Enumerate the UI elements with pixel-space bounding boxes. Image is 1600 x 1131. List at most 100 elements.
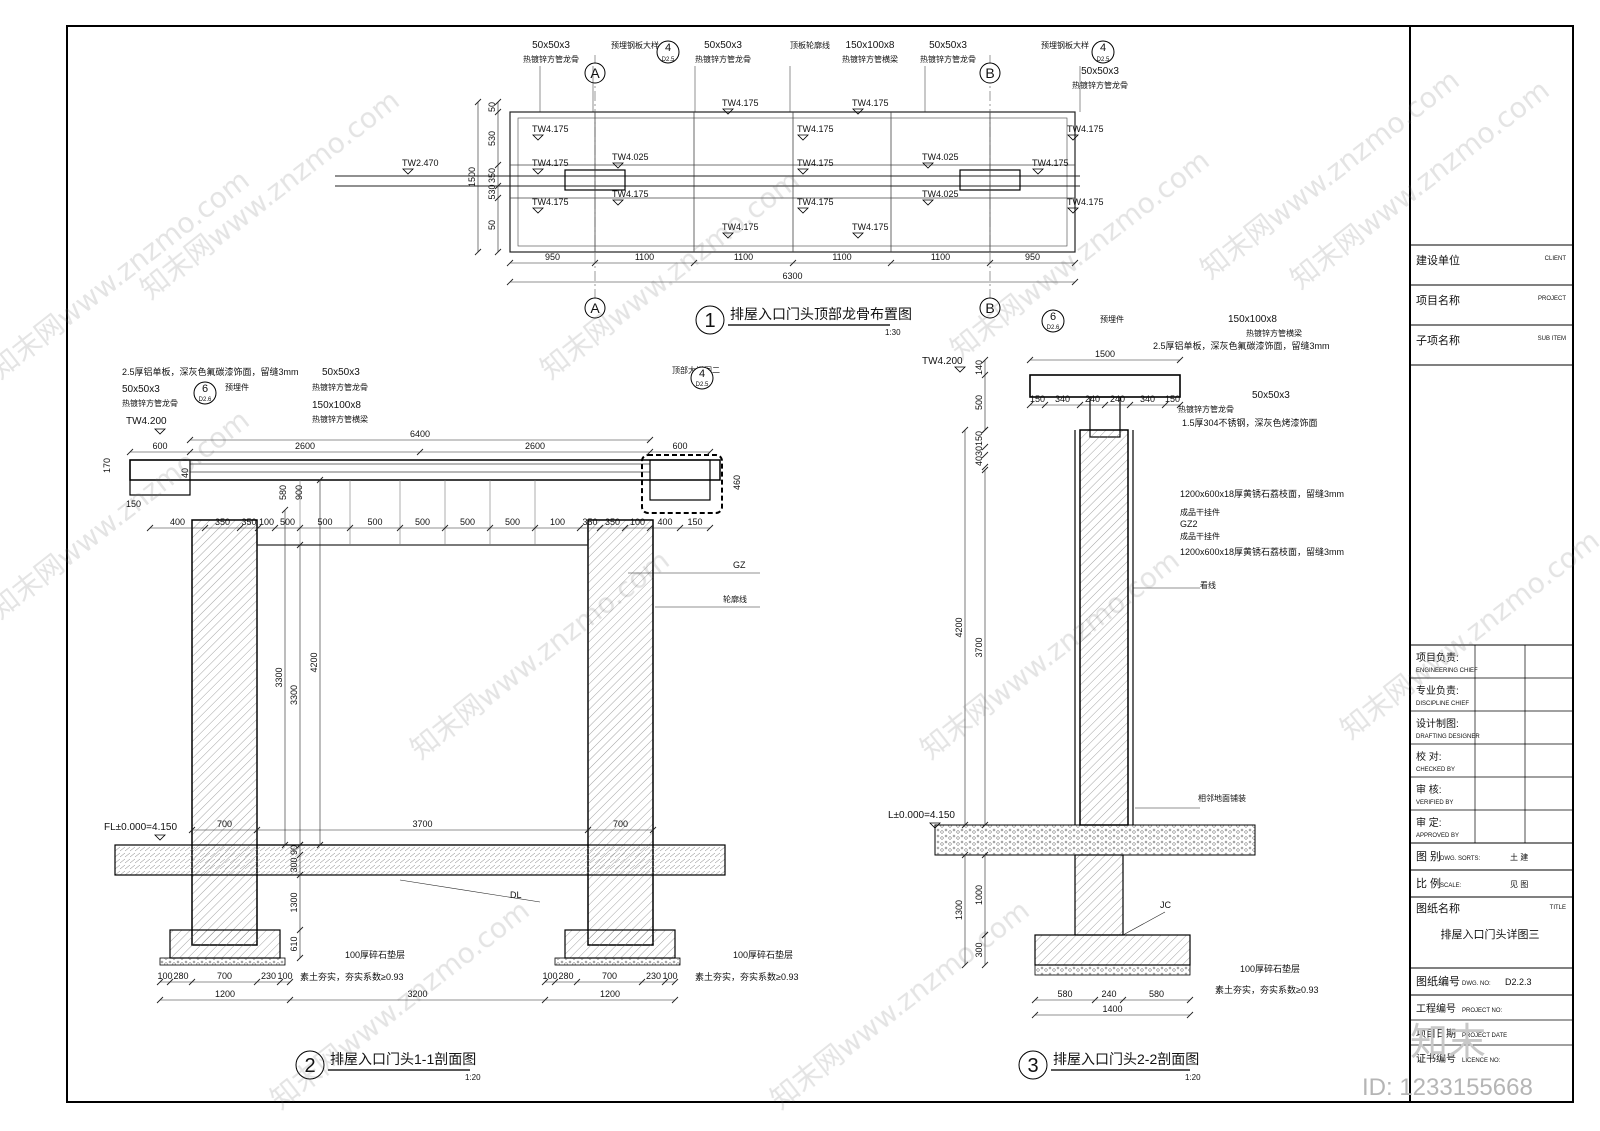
label: 150x100x8 (1228, 314, 1277, 325)
s1-dim-total-tick (671, 996, 679, 1004)
s1-dim-row-value: 500 (280, 517, 295, 527)
s1-dim-mid-tick (188, 826, 196, 834)
tb-field-en: DWG. NO: (1462, 981, 1491, 987)
s1-dim-v3-tick (316, 476, 324, 484)
elevation-triangle (722, 232, 734, 239)
elevation-triangle (797, 168, 809, 175)
view-number-bubble (295, 1050, 325, 1080)
section-1-1 (114, 454, 726, 966)
s1-dim-f-value: 300 (289, 857, 299, 872)
s2-dim-v4-value: 1000 (974, 885, 984, 905)
tb-field-label: 图纸编号 (1416, 974, 1460, 988)
s2-dim-sub-tick (1176, 401, 1184, 409)
s1-dim-v2-value: 3300 (274, 667, 284, 687)
s1-dim-sub-tick (646, 448, 654, 456)
s1-dim-bot-r-value: 100 (662, 971, 677, 981)
s1-dim-v2-tick (281, 841, 289, 849)
s2-dim-v-value: 150 (974, 431, 984, 446)
plan-dim-tick (789, 259, 797, 267)
label: 50x50x3 (322, 367, 360, 378)
s1-dim-sub-tick (186, 448, 194, 456)
plan-dim-tick (506, 259, 514, 267)
s2-dim-bot-tick (1119, 996, 1127, 1004)
label: 100厚碎石垫层 (1240, 963, 1300, 974)
elevation-value: TW4.025 (922, 189, 959, 199)
s2-dim-v6-value: 300 (974, 942, 984, 957)
elevation-triangle (922, 162, 934, 169)
s1-dim-bot-l-tick (286, 978, 294, 986)
elevation-value: TW4.175 (532, 124, 569, 134)
section-2-2 (934, 374, 1256, 976)
s1-dim-row-value: 500 (367, 517, 382, 527)
s1-dim-row-tick (271, 524, 279, 532)
view-number: 2 (304, 1055, 315, 1077)
s2-dim-bot-value: 580 (1149, 989, 1164, 999)
plan-vdim-tick (494, 98, 502, 106)
s2-dim-sub-value: 240 (1085, 394, 1100, 404)
s2-dim-v-value: 500 (974, 395, 984, 410)
view-number-bubble (695, 305, 725, 335)
tb-sign-label: 设计制图: (1416, 717, 1459, 730)
label: 2.5厚铝单板，深灰色氟碳漆饰面，留缝3mm (1153, 340, 1330, 351)
s2-dim-sub-tick (1076, 401, 1084, 409)
s2-dim-sub-value: 240 (1110, 394, 1125, 404)
s2-dim-v6-tick (981, 961, 989, 969)
s2-dim-v3-tick (961, 821, 969, 829)
s1-dim-total-tick (156, 996, 164, 1004)
tb-sign-en: APPROVED BY (1416, 833, 1459, 839)
s1-dim-sub-value: 2600 (295, 441, 315, 451)
elevation-triangle (852, 232, 864, 239)
elevation-value: TW4.025 (922, 152, 959, 162)
elevation-triangle (612, 162, 624, 169)
s1-dim-row-value: 350 (605, 517, 620, 527)
s2-dim-v-tick (981, 451, 989, 459)
label: 50x50x3 (122, 384, 160, 395)
s2-dim-total-tick (1186, 1011, 1194, 1019)
elevation-triangle (1067, 134, 1079, 141)
s1-dim-row-tick (531, 524, 539, 532)
tb-field-label: 比 例 (1416, 876, 1441, 890)
s1-dim-bot-l-value: 230 (261, 971, 276, 981)
s1-dim-top-tick (646, 436, 654, 444)
s2-dim-top-tick (1176, 356, 1184, 364)
s1-dim-row-tick (621, 524, 629, 532)
s2-dim-v-tick (981, 371, 989, 379)
tb-drawing-title: 排屋入口门头详图三 (1441, 927, 1540, 941)
view-number-bubble (1018, 1050, 1048, 1080)
label: 热镀锌方管龙骨 (920, 54, 976, 64)
tb-field-en: SUB ITEM (1538, 336, 1566, 342)
axis-bubble (584, 62, 606, 84)
label: 热镀锌方管龙骨 (1072, 80, 1128, 90)
label: 1200x600x18厚黄锈石荔枝面，留缝3mm (1180, 488, 1344, 499)
floor-level: L±0.000=4.150 (888, 810, 955, 821)
label: 素土夯实，夯实系数≥0.93 (300, 971, 403, 982)
s1-dim-v3-value: 4200 (309, 652, 319, 672)
label: 顶板轮廓线 (790, 40, 830, 50)
tb-field-en: CLIENT (1545, 256, 1567, 262)
s2-dim-bot-tick (1091, 996, 1099, 1004)
s2-dim-v6-tick (981, 931, 989, 939)
label: 素土夯实，夯实系数≥0.93 (695, 971, 798, 982)
plan-vtotal-value: 1500 (467, 167, 477, 187)
s1-dim-bot-l-value: 100 (277, 971, 292, 981)
tb-sign-label: 项目负责: (1416, 651, 1459, 664)
s1-dim-row-value: 350 (241, 517, 256, 527)
s2-dim-bot-value: 240 (1101, 989, 1116, 999)
label: 素土夯实，夯实系数≥0.93 (1215, 984, 1318, 995)
s1-dim-bot-r-value: 230 (646, 971, 661, 981)
axis-label: A (590, 300, 600, 316)
plan-view (335, 55, 1080, 300)
s1-dim-f-tick (296, 851, 304, 859)
elevation-value: TW4.175 (1067, 197, 1104, 207)
elevation-value: TW4.175 (722, 98, 759, 108)
s1-dim-row-tick (646, 524, 654, 532)
view-number: 3 (1027, 1055, 1038, 1077)
tb-field-value: 土 建 (1510, 852, 1528, 862)
s1-dim-mid-value: 700 (613, 819, 628, 829)
s2-dim-top-tick (1026, 356, 1034, 364)
label: 50x50x3 (1252, 390, 1290, 401)
tb-field-en: SCALE: (1440, 883, 1462, 889)
